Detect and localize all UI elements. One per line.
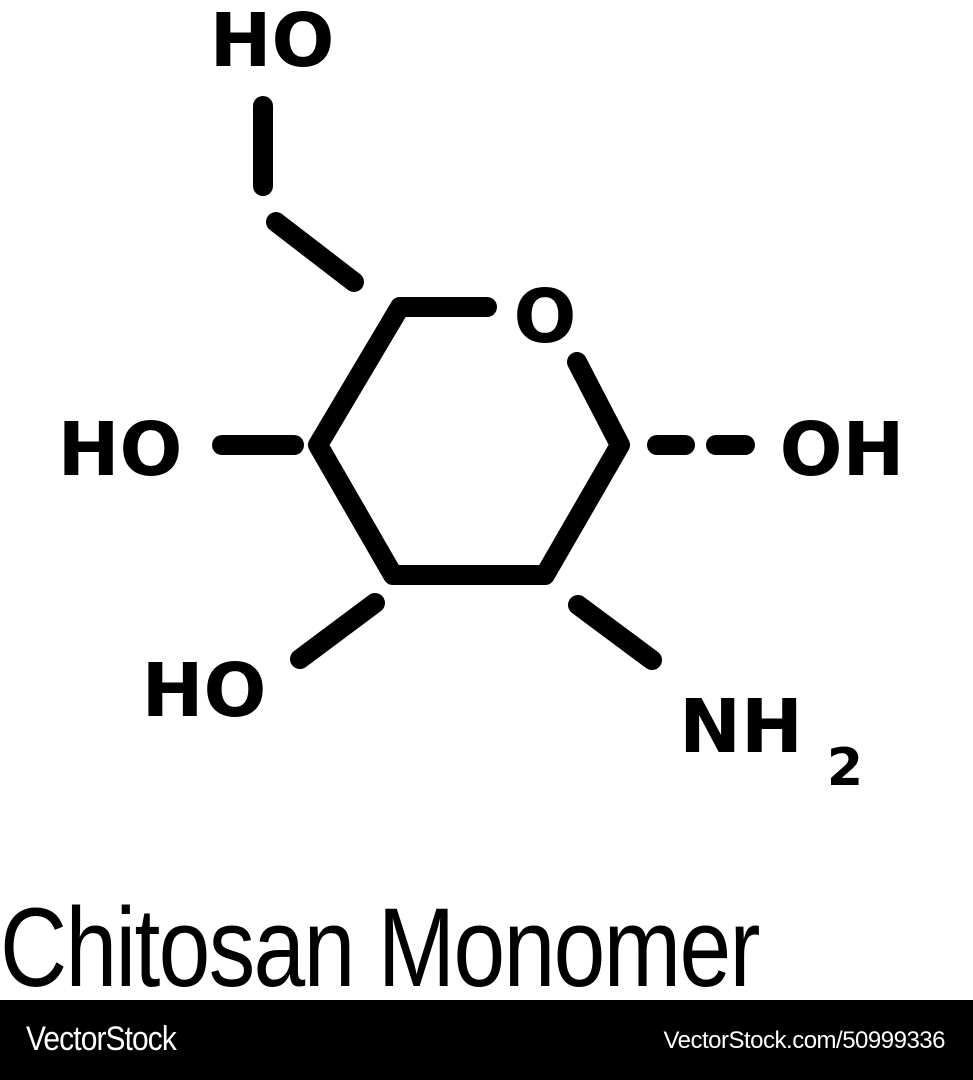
left-hydroxyl-label: HO xyxy=(58,407,183,493)
bond-bottom-right-nh2 xyxy=(568,595,662,670)
bottom-left-hydroxyl-label: HO xyxy=(142,648,267,734)
molecule-title: Chitosan Monomer xyxy=(0,893,760,1003)
brand-logo-text: VectorStock xyxy=(26,1020,177,1058)
bond-c6-ch2 xyxy=(266,212,364,292)
amine-label: NH xyxy=(679,684,803,770)
bond-bottom-left-oh xyxy=(290,593,385,669)
stock-id-link[interactable]: VectorStock.com/50999336 xyxy=(663,1027,945,1054)
top-hydroxyl-label: HO xyxy=(210,0,335,84)
amine-subscript: 2 xyxy=(827,738,863,798)
ring-bond-o-left xyxy=(308,297,630,585)
ring-oxygen-label: O xyxy=(514,274,577,360)
chitosan-structure-diagram: O HO HO HO OH NH 2 xyxy=(58,0,905,798)
right-hydroxyl-label: OH xyxy=(780,407,905,493)
pyranose-ring xyxy=(308,297,630,585)
watermark-footer: VectorStock VectorStock.com/50999336 xyxy=(0,1000,973,1080)
